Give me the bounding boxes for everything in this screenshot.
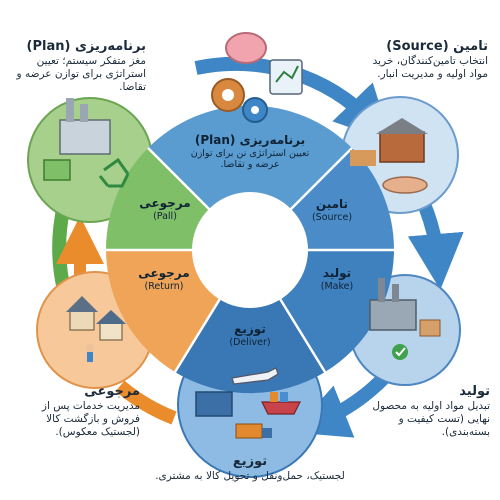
truck-icon	[235, 423, 272, 439]
ring-plan-title: برنامه‌ریزی (Plan)	[194, 133, 306, 147]
recycle-icon	[98, 157, 130, 188]
quality-check-icon	[392, 344, 408, 360]
ring-make-title: تولید	[322, 266, 352, 280]
plan-title: برنامه‌ریزی (Plan)	[26, 39, 146, 54]
ring-make-subtitle: (Make)	[320, 281, 354, 292]
factory-icon	[43, 98, 111, 181]
ring-sector-plan	[148, 105, 352, 251]
return-description: مدیریت خدمات پس از فروش و بازگشت کالا (ل…	[41, 400, 140, 438]
gears-brain-icon	[211, 32, 303, 123]
ring-label-make: تولید (Make)	[302, 266, 372, 292]
cycle-arrow-deliver-to-return	[115, 380, 177, 425]
warehouse-delivery-icon	[195, 391, 233, 417]
make-caption: تولید تبدیل مواد اولیه به محصول نهایی (ت…	[372, 383, 490, 439]
return-title: مرجوعی	[84, 384, 140, 399]
production-factory-icon	[369, 278, 441, 337]
ring-sector-deliver	[175, 250, 325, 394]
ring-pall-subtitle: (Pall)	[153, 211, 177, 222]
ring-label-return: مرجوعی (Return)	[122, 266, 206, 292]
ring-source-subtitle: (Source)	[311, 212, 353, 223]
source-caption: تامین (Source) انتخاب تامین‌کنندگان، خری…	[356, 38, 488, 81]
return-caption: مرجوعی مدیریت خدمات پس از فروش و بازگشت …	[14, 383, 140, 439]
ring-return-subtitle: (Return)	[144, 281, 184, 292]
houses-icon	[66, 296, 126, 341]
ring-label-plan: برنامه‌ریزی (Plan) تعیین استراتژی نن برا…	[190, 133, 310, 170]
plan-description: مغز متفکر سیستم؛ تعیین استراتژی برای توا…	[16, 55, 146, 93]
people-icon	[86, 344, 94, 362]
source-description: انتخاب تامین‌کنندگان، خرید مواد اولیه و …	[372, 55, 488, 80]
ring-deliver-subtitle: (Deliver)	[229, 337, 271, 348]
make-description: تبدیل مواد اولیه به محصول نهایی (تست کیف…	[372, 400, 490, 438]
ring-center-hole	[192, 192, 308, 308]
ring-return-title: مرجوعی	[138, 266, 190, 280]
warehouse-icon	[350, 118, 428, 166]
plan-caption: برنامه‌ریزی (Plan) مغز متفکر سیستم؛ تعیی…	[14, 38, 146, 94]
airplane-icon	[231, 367, 279, 385]
ring-label-source: تامین (Source)	[297, 197, 367, 223]
ring-deliver-title: توزیع	[234, 322, 266, 336]
deliver-description: لجستیک، حمل‌ونقل و تحویل کالا به مشتری.	[155, 470, 345, 482]
ring-pall-title: مرجوعی	[139, 196, 191, 210]
handshake-icon	[382, 176, 428, 194]
ring-label-pall: مرجوعی (Pall)	[130, 196, 200, 222]
ring-plan-description: تعیین استراتژی نن برای توازن عرضه و تقاض…	[190, 148, 310, 170]
make-title: تولید	[459, 384, 490, 399]
deliver-title: توزیع	[232, 454, 268, 469]
source-title: تامین (Source)	[386, 39, 488, 54]
ring-label-deliver: توزیع (Deliver)	[215, 322, 285, 348]
ring-source-title: تامین	[315, 197, 349, 211]
deliver-caption: توزیع لجستیک، حمل‌ونقل و تحویل کالا به م…	[138, 453, 362, 483]
ship-icon	[261, 392, 301, 415]
